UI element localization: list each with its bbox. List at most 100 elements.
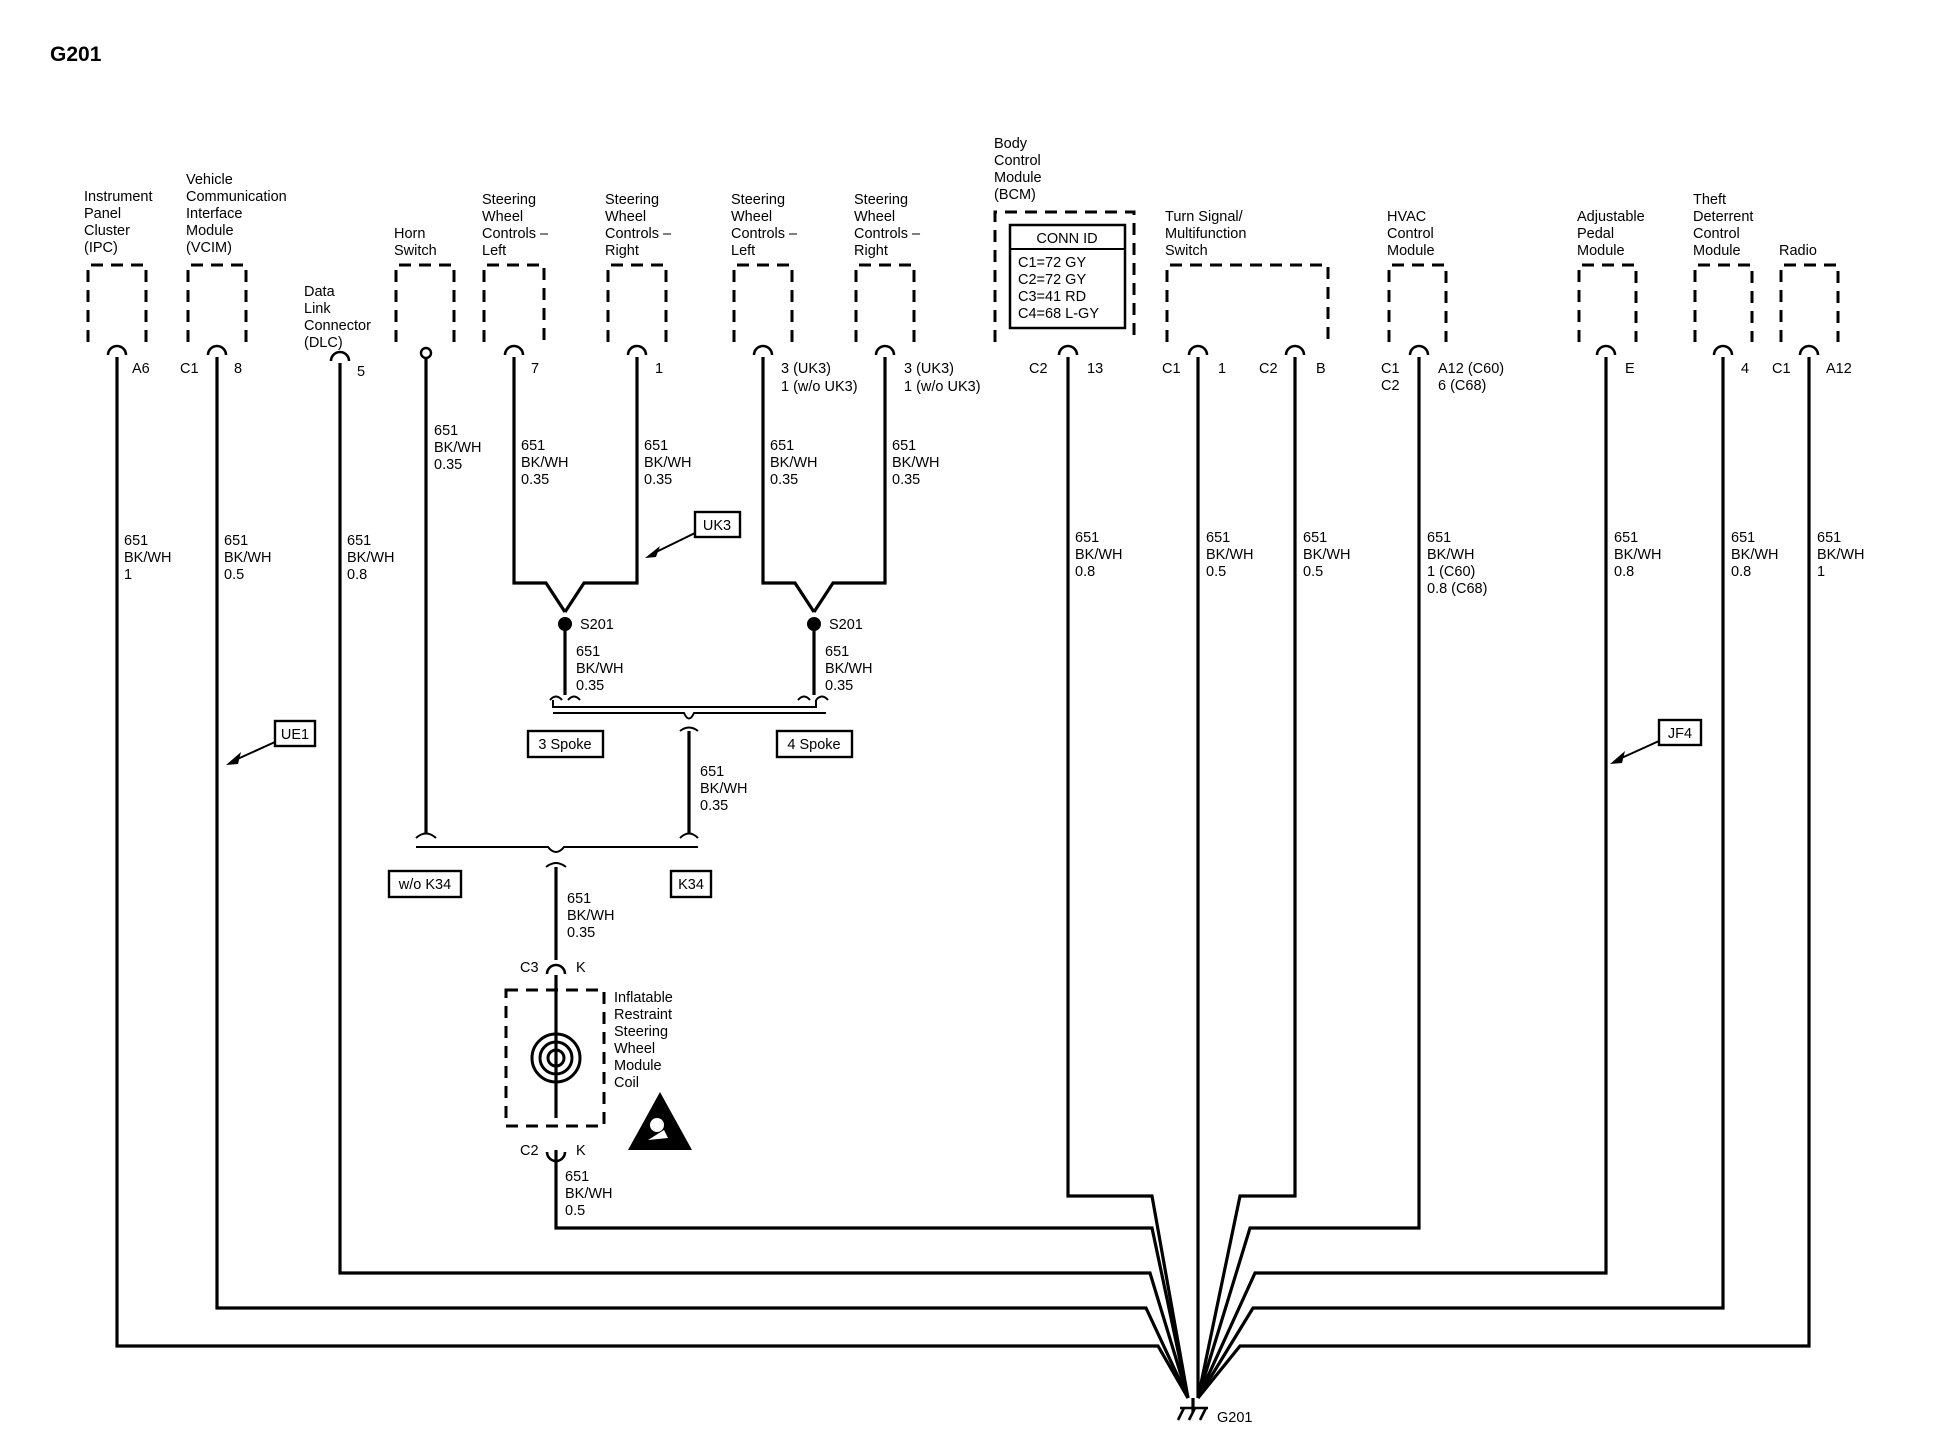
option-break bbox=[679, 726, 699, 732]
wire-swcl2 bbox=[761, 357, 816, 613]
wire-ipc bbox=[115, 357, 1190, 1399]
swcl2-pin: 3 (UK3) bbox=[781, 361, 831, 377]
swcr2-pin-alt: 1 (w/o UK3) bbox=[904, 379, 981, 395]
swcl2-box bbox=[732, 263, 794, 342]
option-break bbox=[549, 695, 581, 701]
arrow-uk3 bbox=[651, 532, 696, 555]
vcim-box bbox=[186, 263, 248, 342]
swcr1-connector bbox=[626, 344, 648, 356]
conn-id-row: C1=72 GY bbox=[1018, 255, 1086, 271]
arrow-uk3-head bbox=[645, 546, 660, 558]
swcl1-box bbox=[482, 263, 546, 342]
pedal-box bbox=[1577, 263, 1638, 342]
hvac-pin: A12 (C60) bbox=[1438, 361, 1504, 377]
swcr1-box bbox=[606, 263, 668, 342]
spoke-bus bbox=[552, 695, 829, 708]
option-ue1-box bbox=[273, 719, 317, 748]
splice-s201-left bbox=[558, 617, 572, 631]
wire-vcim bbox=[215, 357, 1190, 1399]
hvac-connector bbox=[1408, 344, 1430, 356]
swcl2-connector bbox=[752, 344, 774, 356]
bcm-box bbox=[993, 210, 1136, 342]
theft-pin: 4 bbox=[1741, 361, 1749, 377]
hvac-conn-c1: C1 bbox=[1381, 361, 1400, 377]
theft-connector bbox=[1712, 344, 1734, 356]
vcim-pin: 8 bbox=[234, 361, 242, 377]
horn-contact bbox=[419, 346, 433, 360]
turn-pin-b: B bbox=[1316, 361, 1326, 377]
coil-box bbox=[504, 988, 606, 1128]
clockspring-coil-icon bbox=[530, 1032, 582, 1084]
swcr2-box bbox=[854, 263, 916, 342]
ground-g201: G201 bbox=[1176, 1398, 1252, 1426]
turn-conn-c1: C1 bbox=[1162, 361, 1181, 377]
turn-pin-1: 1 bbox=[1218, 361, 1226, 377]
wire-hvac bbox=[1196, 357, 1421, 1399]
ipc-connector bbox=[106, 344, 128, 356]
bcm-conn-id-table: CONN ID C1=72 GY C2=72 GY C3=41 RD C4=68… bbox=[1008, 223, 1127, 330]
arrow-jf4 bbox=[1616, 740, 1660, 761]
pedal-pin: E bbox=[1625, 361, 1635, 377]
coil-bottom-pin: K bbox=[576, 1143, 586, 1159]
swcl1-pin: 7 bbox=[531, 361, 539, 377]
radio-pin: A12 bbox=[1826, 361, 1852, 377]
arrow-ue1-head bbox=[226, 752, 241, 765]
option-k34-box bbox=[669, 869, 713, 899]
theft-box bbox=[1693, 263, 1754, 342]
swcr2-pin: 3 (UK3) bbox=[904, 361, 954, 377]
turn-conn-c2: C2 bbox=[1259, 361, 1278, 377]
wire-coil-out bbox=[554, 1150, 1190, 1399]
option-wo-k34-box bbox=[387, 869, 463, 899]
turn-connector-c1 bbox=[1187, 344, 1209, 356]
dlc-pin: 5 bbox=[357, 364, 365, 380]
coil-bottom-conn: C2 bbox=[520, 1143, 539, 1159]
wire-swcr2 bbox=[812, 357, 887, 613]
hvac-conn-c2: C2 bbox=[1381, 378, 1400, 394]
hvac-box bbox=[1387, 263, 1448, 342]
wire-theft bbox=[1196, 357, 1725, 1399]
option-uk3: UK3 bbox=[703, 518, 731, 534]
conn-id-title: CONN ID bbox=[1036, 231, 1097, 247]
vcim-conn: C1 bbox=[180, 361, 199, 377]
connectors bbox=[106, 344, 1820, 362]
ground-icon bbox=[1176, 1406, 1208, 1421]
conn-id-frame bbox=[1008, 223, 1127, 330]
option-4-spoke: 4 Spoke bbox=[787, 737, 840, 753]
option-3-spoke: 3 Spoke bbox=[538, 737, 591, 753]
ground-label: G201 bbox=[1217, 1410, 1252, 1426]
option-3-spoke-box bbox=[526, 729, 605, 759]
spoke-bus-lower bbox=[553, 712, 826, 720]
radio-name: Radio bbox=[1779, 243, 1817, 259]
wire-turn-c2 bbox=[1196, 357, 1297, 1399]
coil-top-connector bbox=[545, 963, 567, 975]
turn-box bbox=[1165, 263, 1330, 342]
radio-connector bbox=[1798, 344, 1820, 356]
k34-bus bbox=[416, 846, 698, 853]
splice-label: S201 bbox=[829, 617, 863, 633]
splices: S201 S201 bbox=[558, 617, 863, 633]
coil-top-pin: K bbox=[576, 960, 586, 976]
